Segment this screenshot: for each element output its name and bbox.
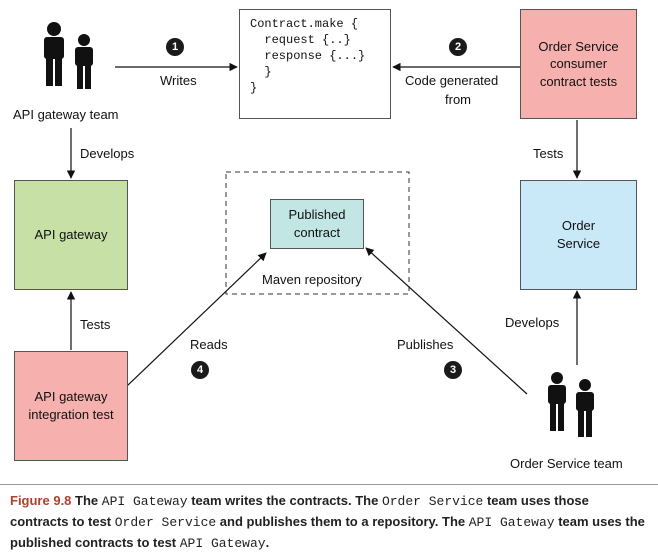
box-label-line: contract [293,225,341,240]
box-label-line: integration test [28,407,114,422]
caption-part-code: Order Service [114,515,217,530]
box-label-line: Order Service [538,38,619,54]
caption-part: and publishes them to a repository. The [216,514,469,529]
code-line: Contract.make { [250,17,359,31]
caption-part-code: Order Service [381,494,484,509]
order-service-box: Order Service [520,180,637,290]
caption-part: team uses those contracts to test [10,493,589,529]
step-badge-2: 2 [449,38,467,56]
caption-part: team writes the contracts. The [187,493,382,508]
reads-label: Reads [190,337,228,352]
caption-part-code: API Gateway [179,536,266,551]
code-line: response {...} [250,49,366,63]
step-badge-4: 4 [191,361,209,379]
box-label-line: Published [288,207,346,223]
people-icon [44,22,93,89]
people-icon [548,372,594,437]
maven-repository-boundary [225,171,410,295]
publishes-label: Publishes [397,337,454,352]
maven-repository-label: Maven repository [262,272,362,287]
caption-part-code: API Gateway [101,494,188,509]
caption-part: team uses the published contracts to tes… [10,514,645,550]
code-generated-label: Code generated [405,73,499,88]
publishes-arrow [365,247,528,395]
writes-label: Writes [160,73,197,88]
code-line: request {..} [250,33,351,47]
box-label-line: API gateway [34,389,108,405]
box-label-line: contract tests [539,73,618,89]
api-gateway-box: API gateway [14,180,128,290]
published-contract-box: Published contract [270,199,364,249]
architecture-diagram: API gateway team Order Service team Cont… [13,9,637,471]
tests-right-label: Tests [533,146,564,161]
order-service-contract-tests-box: Order Service consumer contract tests [520,9,637,119]
order-service-team-label: Order Service team [510,456,623,471]
contract-code-box: Contract.make { request {..} response {.… [239,9,391,119]
figure-caption: Figure 9.8 The API Gateway team writes t… [0,484,658,554]
api-gateway-team-label: API gateway team [13,107,119,122]
box-label-line: consumer [549,56,608,72]
code-line: } [250,81,258,95]
caption-part: The [71,493,102,508]
caption-part: . [265,535,270,550]
box-label-line: Order [561,218,596,234]
tests-left-label: Tests [80,317,111,332]
figure-number: Figure 9.8 [10,493,72,508]
caption-part-code: API Gateway [468,515,555,530]
step-badge-1: 1 [166,38,184,56]
api-gateway-box-label: API gateway [34,227,108,243]
box-label-line: Service [556,236,601,251]
develops-left-label: Develops [80,146,135,161]
reads-arrow [126,252,267,387]
step-badge-3: 3 [444,361,462,379]
develops-right-label: Develops [505,315,560,330]
code-line: } [250,65,272,79]
code-generated-from-label: from [445,92,471,107]
connectors [44,22,594,437]
api-gateway-integration-test-box: API gateway integration test [14,351,128,461]
